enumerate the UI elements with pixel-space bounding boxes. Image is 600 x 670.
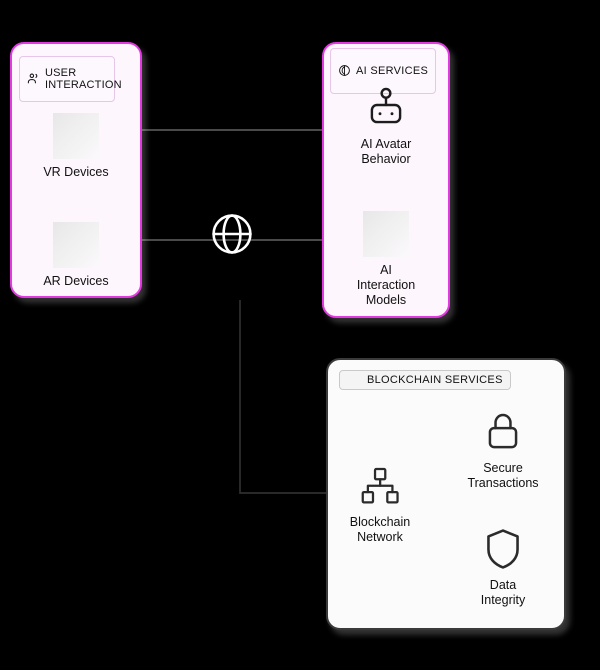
node-ai-interaction-models[interactable]: AI Interaction Models — [338, 210, 434, 307]
network-icon — [359, 462, 401, 510]
brain-icon — [338, 52, 351, 90]
group-title-blockchain-services: BLOCKCHAIN SERVICES — [339, 370, 511, 391]
node-ar-devices[interactable]: AR Devices — [28, 221, 124, 289]
node-label: Data Integrity — [480, 578, 526, 607]
node-label: VR Devices — [43, 165, 109, 179]
group-title-label: AI SERVICES — [356, 64, 429, 77]
shield-icon — [485, 525, 521, 573]
node-secure-transactions[interactable]: Secure Transactions — [455, 408, 551, 491]
node-ai-avatar-behavior[interactable]: AI Avatar Behavior — [338, 84, 434, 167]
group-title-ai-services: AI SERVICES — [330, 48, 437, 94]
node-vr-devices[interactable]: VR Devices — [28, 112, 124, 180]
globe-icon — [208, 210, 256, 263]
placeholder-icon — [363, 210, 409, 258]
users-icon — [27, 60, 40, 98]
group-title-user-interaction: USER INTERACTION — [19, 56, 122, 102]
node-label: Blockchain Network — [349, 515, 411, 544]
node-label: AR Devices — [43, 274, 109, 288]
robot-icon — [366, 84, 406, 132]
group-title-label: BLOCKCHAIN SERVICES — [367, 374, 503, 386]
placeholder-icon — [53, 112, 99, 160]
node-data-integrity[interactable]: Data Integrity — [455, 525, 551, 608]
node-label: AI Interaction Models — [356, 263, 416, 307]
group-blockchain-services[interactable] — [326, 358, 566, 630]
node-label: AI Avatar Behavior — [360, 137, 412, 166]
placeholder-icon — [53, 221, 99, 269]
node-label: Secure Transactions — [467, 461, 539, 490]
group-title-label: USER INTERACTION — [45, 66, 122, 91]
node-blockchain-network[interactable]: Blockchain Network — [332, 462, 428, 545]
lock-icon — [484, 408, 522, 456]
